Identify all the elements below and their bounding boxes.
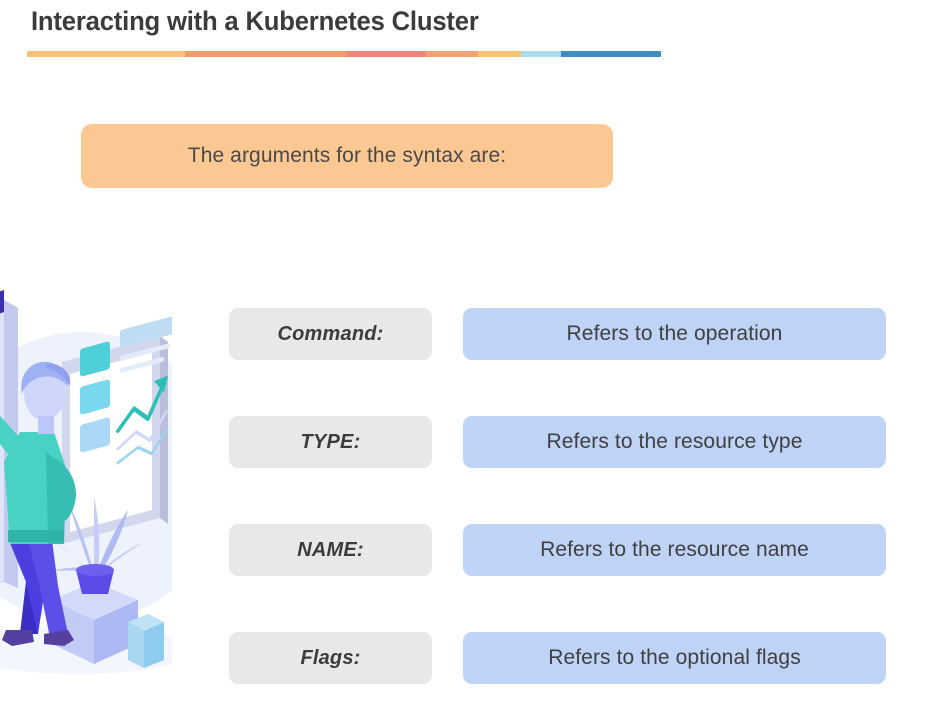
title-accent-segment-3 <box>347 51 426 57</box>
argument-label-chip: Flags: <box>229 632 432 684</box>
argument-row: NAME: Refers to the resource name <box>229 524 889 576</box>
title-accent-rule <box>27 51 661 57</box>
argument-label-chip: TYPE: <box>229 416 432 468</box>
argument-label-text: Flags: <box>300 646 361 669</box>
argument-label-text: Command: <box>277 322 384 345</box>
argument-value-chip: Refers to the operation <box>463 308 886 360</box>
argument-label-chip: Command: <box>229 308 432 360</box>
callout-text: The arguments for the syntax are: <box>187 144 507 167</box>
argument-value-text: Refers to the optional flags <box>548 646 801 669</box>
argument-value-chip: Refers to the optional flags <box>463 632 886 684</box>
argument-row: Command: Refers to the operation <box>229 308 889 360</box>
page-title: Interacting with a Kubernetes Cluster <box>31 6 479 36</box>
title-accent-segment-7 <box>561 51 661 57</box>
argument-row: Flags: Refers to the optional flags <box>229 632 889 684</box>
argument-value-text: Refers to the operation <box>566 322 783 345</box>
argument-row: TYPE: Refers to the resource type <box>229 416 889 468</box>
title-accent-segment-5 <box>478 51 521 57</box>
argument-label-text: TYPE: <box>300 430 361 453</box>
title-accent-segment-1 <box>27 51 185 57</box>
argument-label-chip: NAME: <box>229 524 432 576</box>
title-accent-segment-6 <box>521 51 561 57</box>
title-accent-segment-2 <box>185 51 347 57</box>
argument-value-text: Refers to the resource type <box>546 430 803 453</box>
title-accent-segment-4 <box>426 51 478 57</box>
argument-label-text: NAME: <box>297 538 364 561</box>
argument-value-text: Refers to the resource name <box>540 538 809 561</box>
argument-value-chip: Refers to the resource name <box>463 524 886 576</box>
argument-value-chip: Refers to the resource type <box>463 416 886 468</box>
syntax-arguments-callout: The arguments for the syntax are: <box>81 124 613 188</box>
